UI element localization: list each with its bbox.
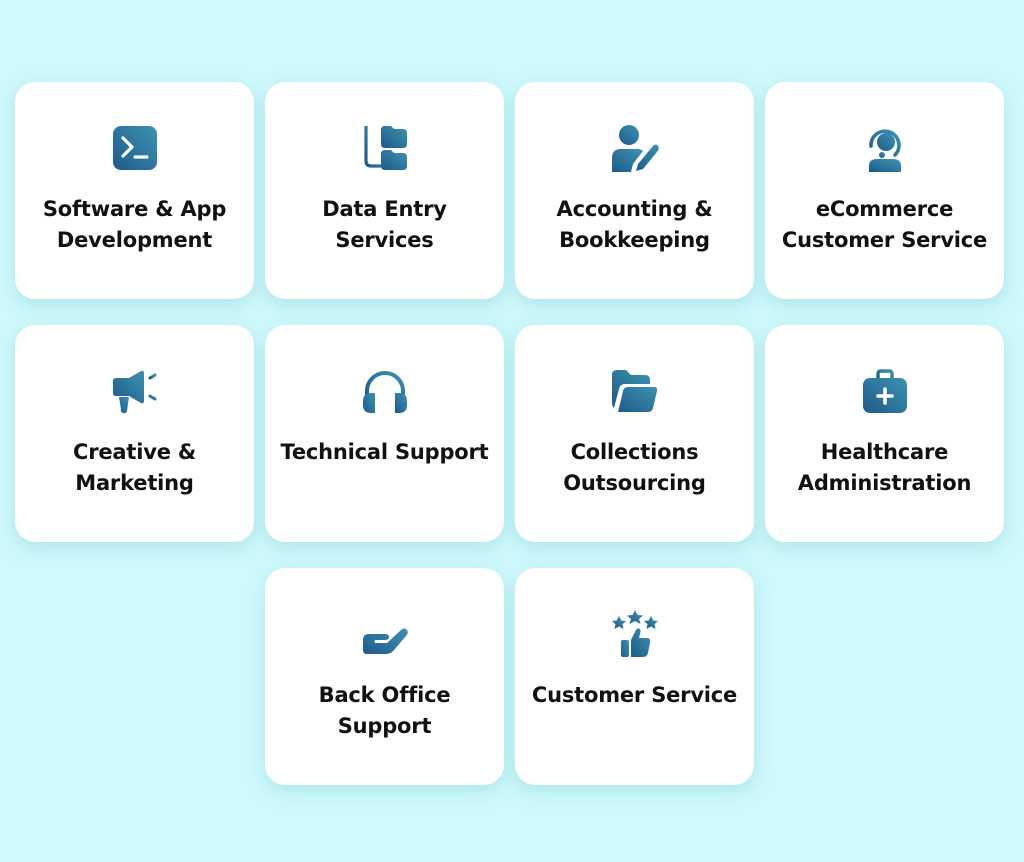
service-card-technical-support[interactable]: Technical Support — [265, 325, 504, 542]
service-title: Data Entry Services — [322, 197, 447, 252]
service-title: Creative & Marketing — [73, 440, 196, 495]
terminal-icon — [111, 124, 159, 172]
service-title: eCommerce Customer Service — [781, 197, 988, 252]
service-card-software-app-development[interactable]: Software & App Development — [15, 82, 254, 299]
service-card-creative-marketing[interactable]: Creative & Marketing — [15, 325, 254, 542]
service-title: Back Office Support — [318, 683, 451, 738]
service-title: Customer Service — [531, 683, 738, 707]
service-card-healthcare-administration[interactable]: Healthcare Administration — [765, 325, 1004, 542]
service-title: Software & App Development — [42, 197, 227, 252]
megaphone-icon — [111, 367, 159, 415]
service-card-back-office-support[interactable]: Back Office Support — [265, 568, 504, 785]
thumbs-up-stars-icon — [611, 610, 659, 658]
service-title: Accounting & Bookkeeping — [556, 197, 713, 252]
folder-tree-icon — [361, 124, 409, 172]
headphones-icon — [361, 367, 409, 415]
medical-kit-icon — [861, 367, 909, 415]
service-title: Healthcare Administration — [797, 440, 972, 495]
service-card-accounting-bookkeeping[interactable]: Accounting & Bookkeeping — [515, 82, 754, 299]
service-card-data-entry-services[interactable]: Data Entry Services — [265, 82, 504, 299]
headset-agent-icon — [861, 124, 909, 172]
service-title: Collections Outsourcing — [563, 440, 706, 495]
hand-holding-plus-icon — [361, 610, 409, 658]
folder-open-icon — [611, 367, 659, 415]
service-card-collections-outsourcing[interactable]: Collections Outsourcing — [515, 325, 754, 542]
user-pen-icon — [611, 124, 659, 172]
service-title: Technical Support — [280, 440, 489, 464]
service-card-ecommerce-customer-service[interactable]: eCommerce Customer Service — [765, 82, 1004, 299]
service-card-customer-service[interactable]: Customer Service — [515, 568, 754, 785]
